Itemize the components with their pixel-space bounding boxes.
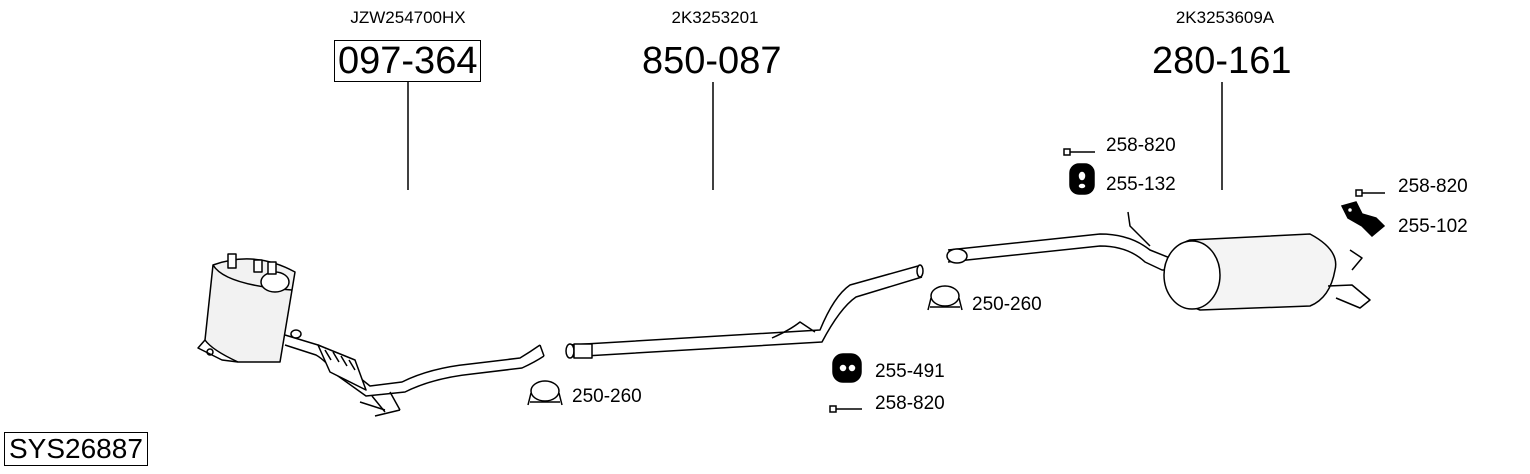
accessory-label[interactable]: 255-491 (875, 361, 945, 382)
oe-number: JZW254700HX (350, 8, 466, 27)
accessory-label[interactable]: 255-102 (1398, 216, 1468, 237)
accessory-label[interactable]: 255-132 (1106, 174, 1176, 195)
part-number[interactable]: 850-087 (642, 40, 782, 82)
bolt-icon (1063, 148, 1095, 156)
accessory-label[interactable]: 258-820 (875, 393, 945, 414)
clamp-icon (927, 285, 963, 311)
bolt-icon (829, 405, 862, 413)
oe-number: 2K3253201 (671, 8, 759, 27)
rubber-mount-icon (832, 353, 862, 383)
part-middle-pipe (565, 264, 924, 359)
part-catalytic-converter (197, 253, 545, 417)
clamp-icon (527, 380, 563, 406)
accessory-label[interactable]: 258-820 (1106, 135, 1176, 156)
bracket-icon (1340, 201, 1386, 238)
accessory-label[interactable]: 250-260 (572, 386, 642, 407)
accessory-label[interactable]: 258-820 (1398, 176, 1468, 197)
part-number-box[interactable]: 097-364 (334, 40, 482, 82)
part-rear-silencer (946, 211, 1371, 311)
oe-number: 2K3253609A (1175, 8, 1275, 27)
rubber-mount-icon (1069, 163, 1095, 195)
accessory-label[interactable]: 250-260 (972, 294, 1042, 315)
part-number[interactable]: 280-161 (1152, 40, 1292, 82)
system-code: SYS26887 (4, 432, 148, 466)
bolt-icon (1355, 189, 1385, 197)
